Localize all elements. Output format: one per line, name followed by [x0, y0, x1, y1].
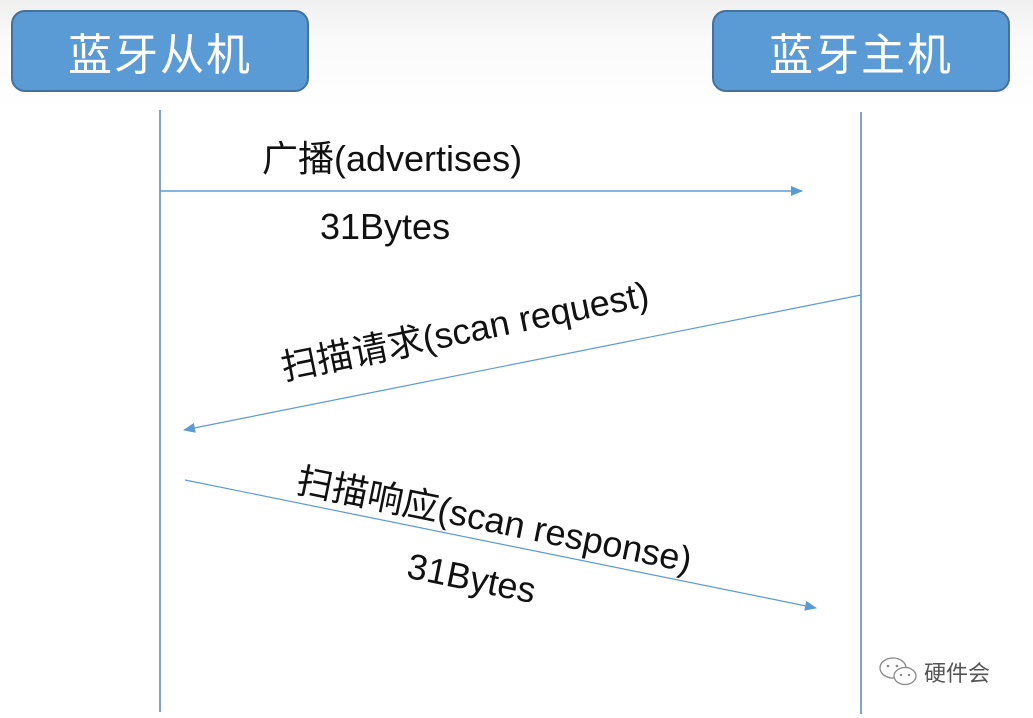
participant-slave-box: 蓝牙从机 [11, 10, 309, 92]
message-advertise-size: 31Bytes [320, 206, 451, 247]
participant-master-label: 蓝牙主机 [769, 30, 953, 81]
participant-slave-label: 蓝牙从机 [68, 30, 252, 81]
wechat-icon [879, 657, 917, 686]
message-advertise-label: 广播(advertises) [262, 138, 523, 179]
arrow-scan-response [184, 479, 817, 611]
arrow-scan-request [183, 294, 862, 433]
watermark: 硬件会 [878, 656, 990, 688]
watermark-text: 硬件会 [924, 662, 991, 687]
participant-master-box: 蓝牙主机 [712, 10, 1010, 92]
